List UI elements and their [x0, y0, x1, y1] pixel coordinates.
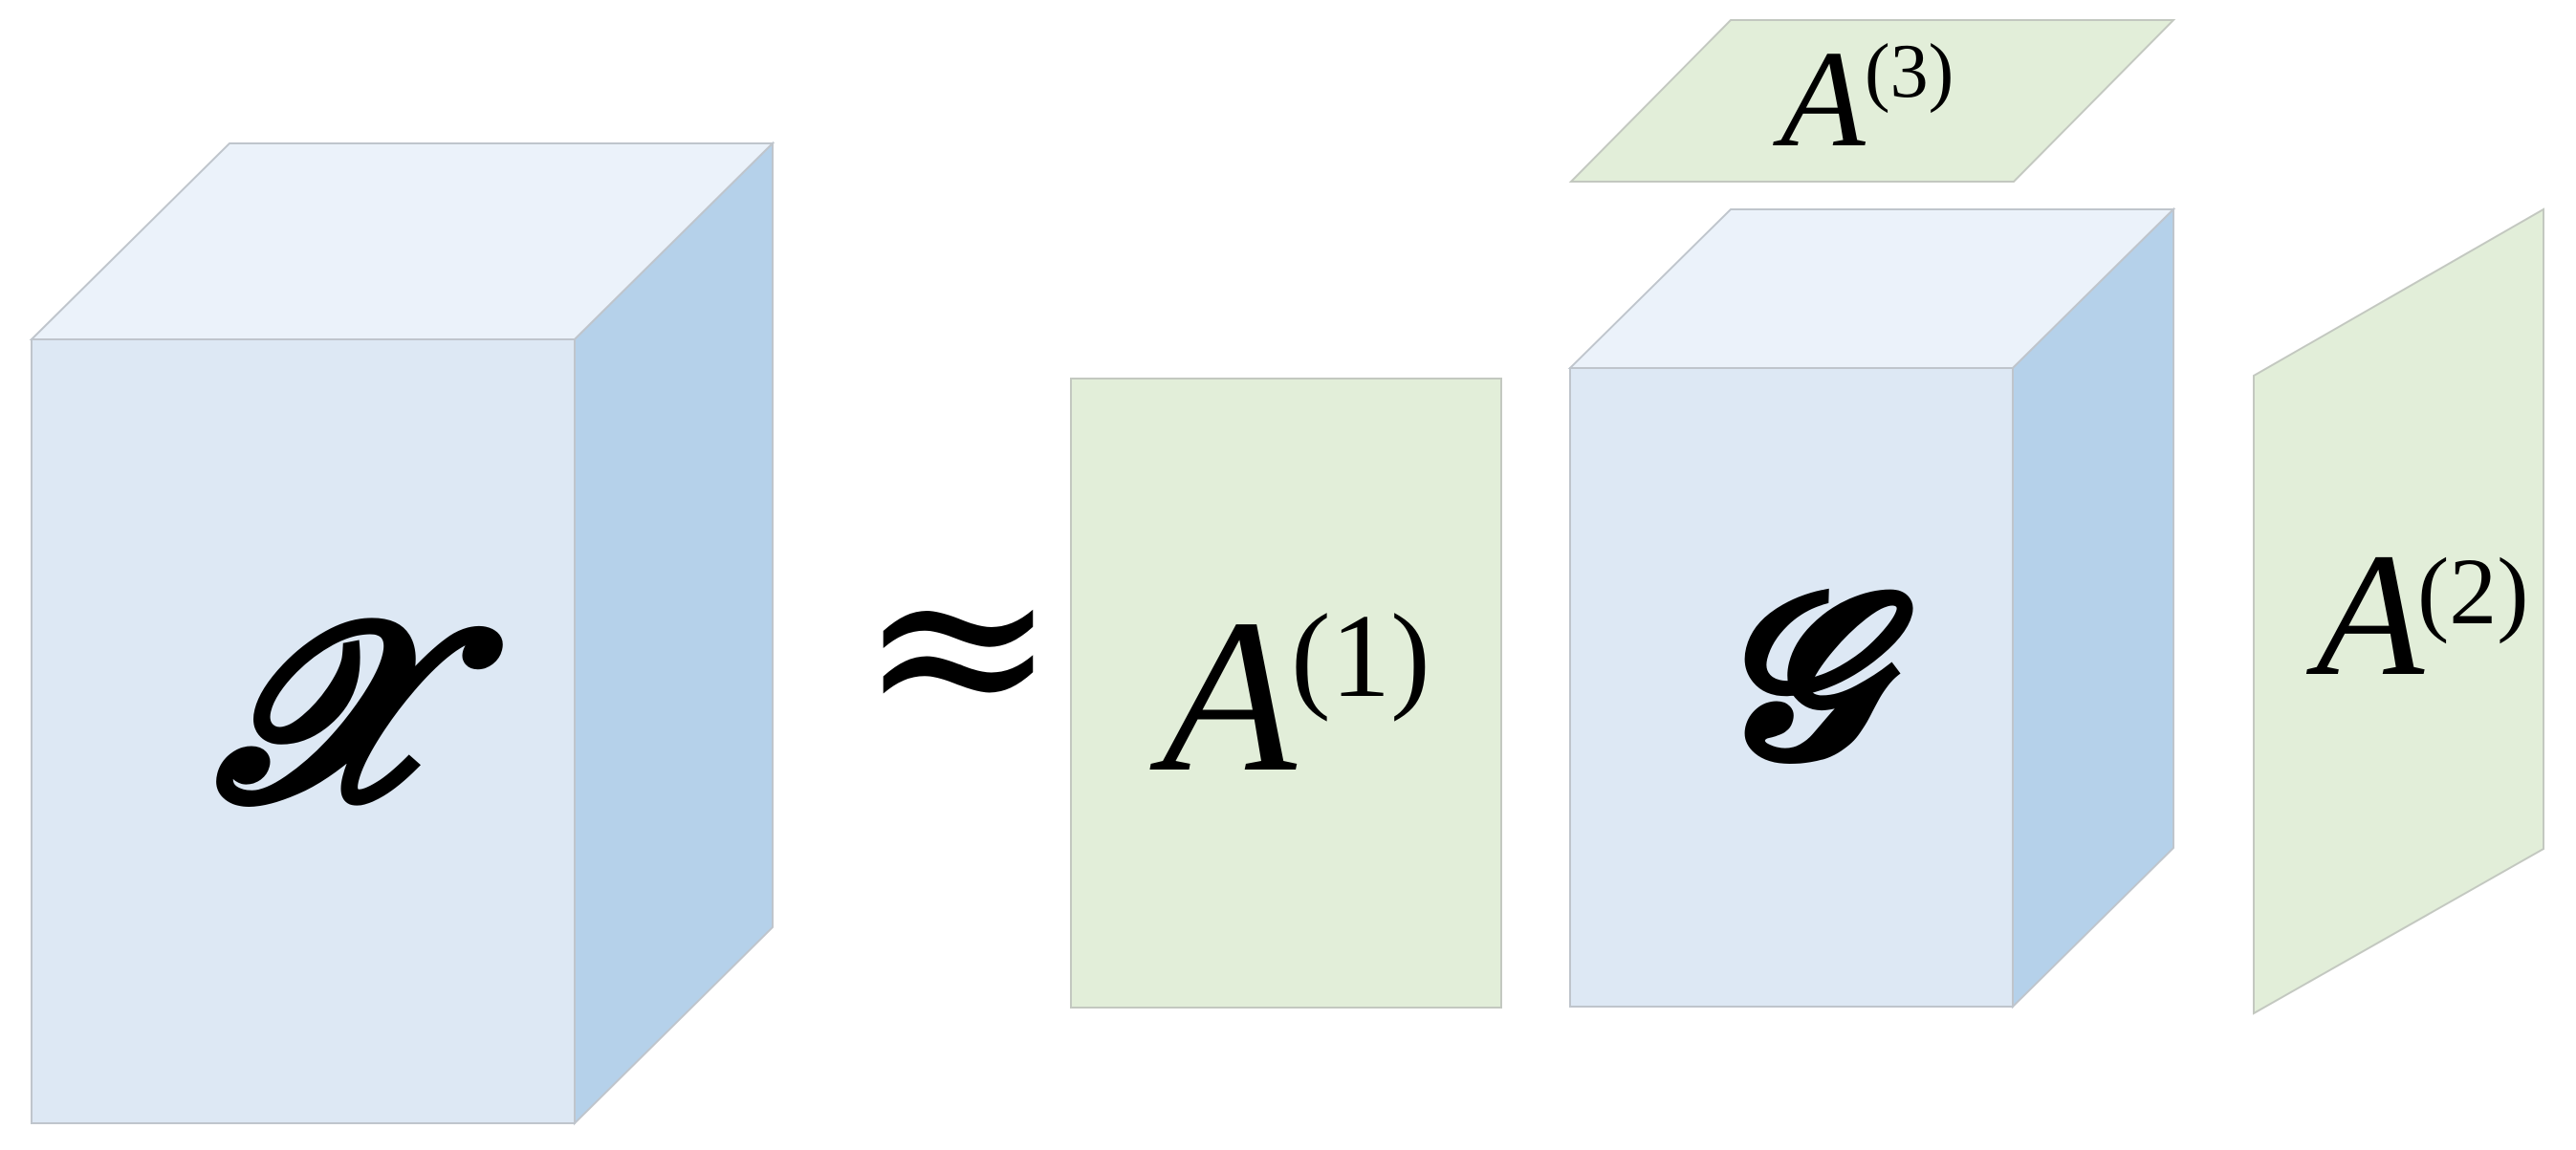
- factor-a2-base: A: [2305, 517, 2425, 713]
- tensor-x-front-face: [31, 338, 576, 1124]
- core-g-front-face: [1569, 367, 2014, 1008]
- factor-a1-matrix: A (1): [1070, 378, 1502, 1009]
- factor-a1-label: A: [1149, 574, 1298, 817]
- factor-a3-label: A: [1773, 23, 1867, 176]
- factor-a1-rect: [1070, 378, 1502, 1009]
- factor-a2-slab: [2253, 207, 2544, 1015]
- factor-a3-slab: [1568, 19, 2176, 183]
- factor-a2-label: A: [2305, 517, 2425, 713]
- factor-a1-base: A: [1149, 574, 1298, 817]
- factor-a3-matrix: A (3): [1568, 19, 2176, 183]
- factor-a2-matrix: A (2): [2253, 207, 2544, 1015]
- factor-a3-base: A: [1773, 23, 1867, 176]
- core-tensor-g-cube: 𝓖: [1567, 206, 2176, 1009]
- approx-symbol: ≈: [858, 505, 1058, 783]
- factor-a3-superscript: (3): [1865, 30, 1954, 114]
- factor-a1-superscript: (1): [1291, 591, 1430, 723]
- factor-a2-superscript: (2): [2417, 538, 2529, 644]
- tensor-x-cube: 𝓧: [29, 141, 775, 1126]
